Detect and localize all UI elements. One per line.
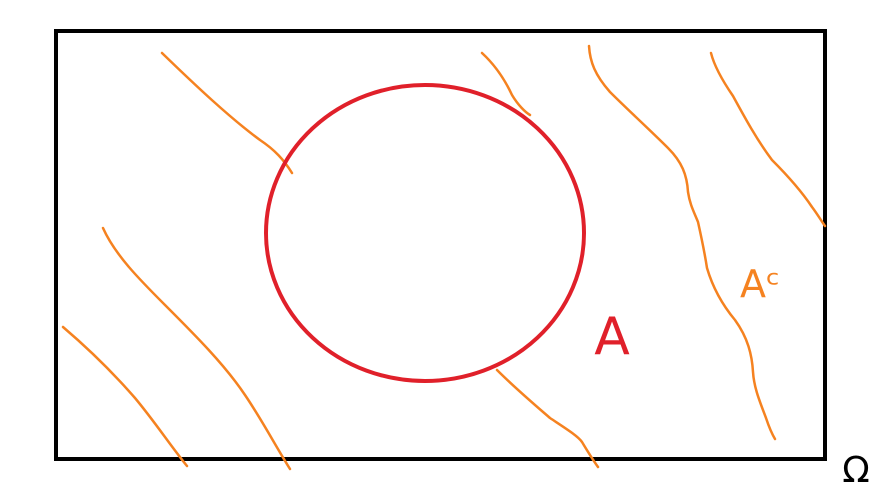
- hatch-line-bottom-left: [61, 325, 189, 468]
- hatch-line-top-center: [480, 51, 532, 117]
- complement-hatching: [61, 44, 827, 471]
- universe-label: Ω: [842, 450, 870, 491]
- hatch-line-top-left: [160, 51, 294, 175]
- complement-label: Aᶜ: [740, 262, 780, 306]
- hatch-line-bottom-center: [495, 368, 600, 469]
- hatch-line-middle-left: [101, 226, 292, 471]
- universe-rectangle: [54, 29, 827, 461]
- set-a-label: A: [594, 307, 630, 367]
- set-a-circle: [264, 83, 586, 383]
- hatch-line-far-right: [709, 51, 827, 228]
- hatch-line-right-wavy: [587, 44, 777, 441]
